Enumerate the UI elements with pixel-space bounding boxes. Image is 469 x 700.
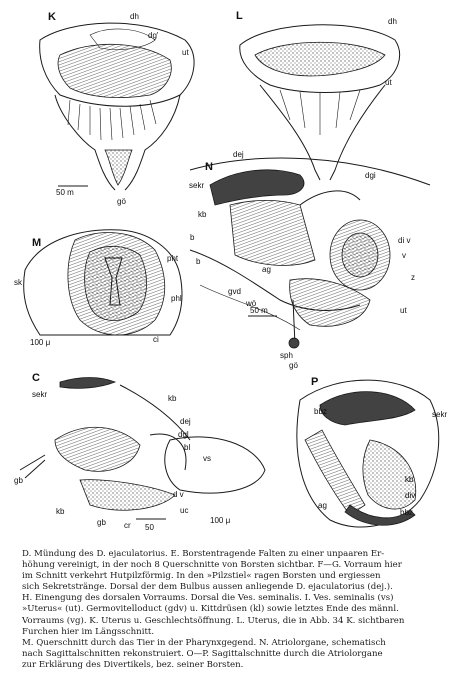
figure-m-label-phl: phl [171,294,182,303]
caption-line: im Schnitt verkehrt Hutpilzförmig. In de… [22,571,381,582]
figure-caption: D. Mündung des D. ejaculatorius. E. Bors… [22,549,454,671]
caption-line: D. Mündung des D. ejaculatorius. E. Bors… [22,549,385,559]
figure-o-label-gb2: gb [97,518,106,527]
caption-line: M. Querschnitt durch das Tier in der Pha… [22,637,386,648]
figure-l-label-dh: dh [388,17,397,26]
figure-n-label-wo: wö [245,299,257,308]
figure-n-label-sph: sph [280,351,293,360]
figure-m-label-sk: sk [14,278,23,287]
figure-k-scale: 50 m [56,188,74,197]
figure-n-scale: 50 m [250,306,268,315]
figure-k-label-dh: dh [130,12,139,21]
figure-n-label-gvd: gvd [228,287,241,296]
figure-o-letter: C [32,372,40,384]
figure-n-label-ut: ut [400,306,407,315]
figure-p-label-bbz2: bbz [400,508,413,517]
figure-o-label-kb2: kb [56,507,65,516]
figure-o-label-dej: dej [180,417,191,426]
figure-p-label-div: div [405,491,415,500]
figure-l [239,24,400,181]
figure-n-label-dgi: dgi [365,171,376,180]
figure-o-label-dv: d v [173,490,184,499]
figure-o-label-dgl: dgl [178,430,189,439]
figure-n-label-kb: kb [198,210,207,219]
figure-n-label-go: gö [289,361,298,370]
figure-o-label-vs: vs [203,454,211,463]
figure-o-label-kb: kb [168,394,177,403]
figure-n-label-sekr: sekr [189,181,204,190]
caption-line: »Uterus« (ut). Germovitelloduct (gdv) u.… [22,604,399,615]
caption-line: zur Erklärung des Divertikels, bez. sein… [22,659,244,670]
figure-n-label-dej: dej [233,150,244,159]
figure-m-letter: M [32,237,41,249]
figure-n-label-v: v [402,251,406,260]
figure-o-label-uc: uc [180,506,188,515]
figure-p [296,379,440,528]
figure-o-label-gb: gb [14,476,23,485]
figure-n-letter: N [205,161,213,173]
figure-k-label-go: gö [117,197,126,206]
figure-m-scale: 100 μ [30,338,51,347]
figure-p-label-bbz: bbz [314,407,327,416]
figure-m [23,229,183,336]
figure-k-label-dg: dg' [148,31,159,40]
caption-line: Vorraums (vg). K. Uterus u. Geschlechtsö… [22,615,405,626]
figure-n-label-z: z [411,273,415,282]
caption-line: höhung vereinigt, in der noch 8 Querschn… [22,560,402,571]
figure-o-scale: 100 μ [210,516,231,525]
figure-p-label-kb: kb [405,475,414,484]
figure-k-label-ut: ut [182,48,189,57]
figure-o-label-sekr: sekr [32,390,47,399]
figure-n-label-ag: ag [262,265,271,274]
figure-n-label-div: di v [398,236,410,245]
caption-line: Furchen hier im Längsschnitt. [22,626,155,637]
figure-n-label-b2: b [196,257,201,266]
figure-k [39,22,195,191]
figure-p-label-sekr: sekr [432,410,447,419]
figure-n-label-b1: b [190,233,195,242]
figure-o-label-cr: cr [124,521,131,530]
figure-m-label-ci: ci [153,335,159,344]
figure-plate: K dh dg' ut gö 50 m L dh ut N dej dgi se… [14,10,447,532]
figure-o-label-bl: bl [184,443,190,452]
figure-o [19,377,266,520]
figure-o-label-50: 50 [145,523,154,532]
figure-l-label-ut: ut [385,78,392,87]
caption-line: H. Einengung des dorsalen Vorraums. Dors… [22,593,394,604]
figure-n [189,157,431,349]
figure-m-label-pht: pht [167,254,179,263]
caption-line: nach Sagittalschnitten rekonstruiert. O—… [22,648,383,659]
caption-line: sich Sekretstränge. Dorsal der dem Bulbu… [22,582,393,593]
figure-p-label-ag: ag [318,501,327,510]
figure-k-letter: K [48,11,56,23]
figure-p-letter: P [311,376,318,388]
figure-l-letter: L [236,10,243,22]
